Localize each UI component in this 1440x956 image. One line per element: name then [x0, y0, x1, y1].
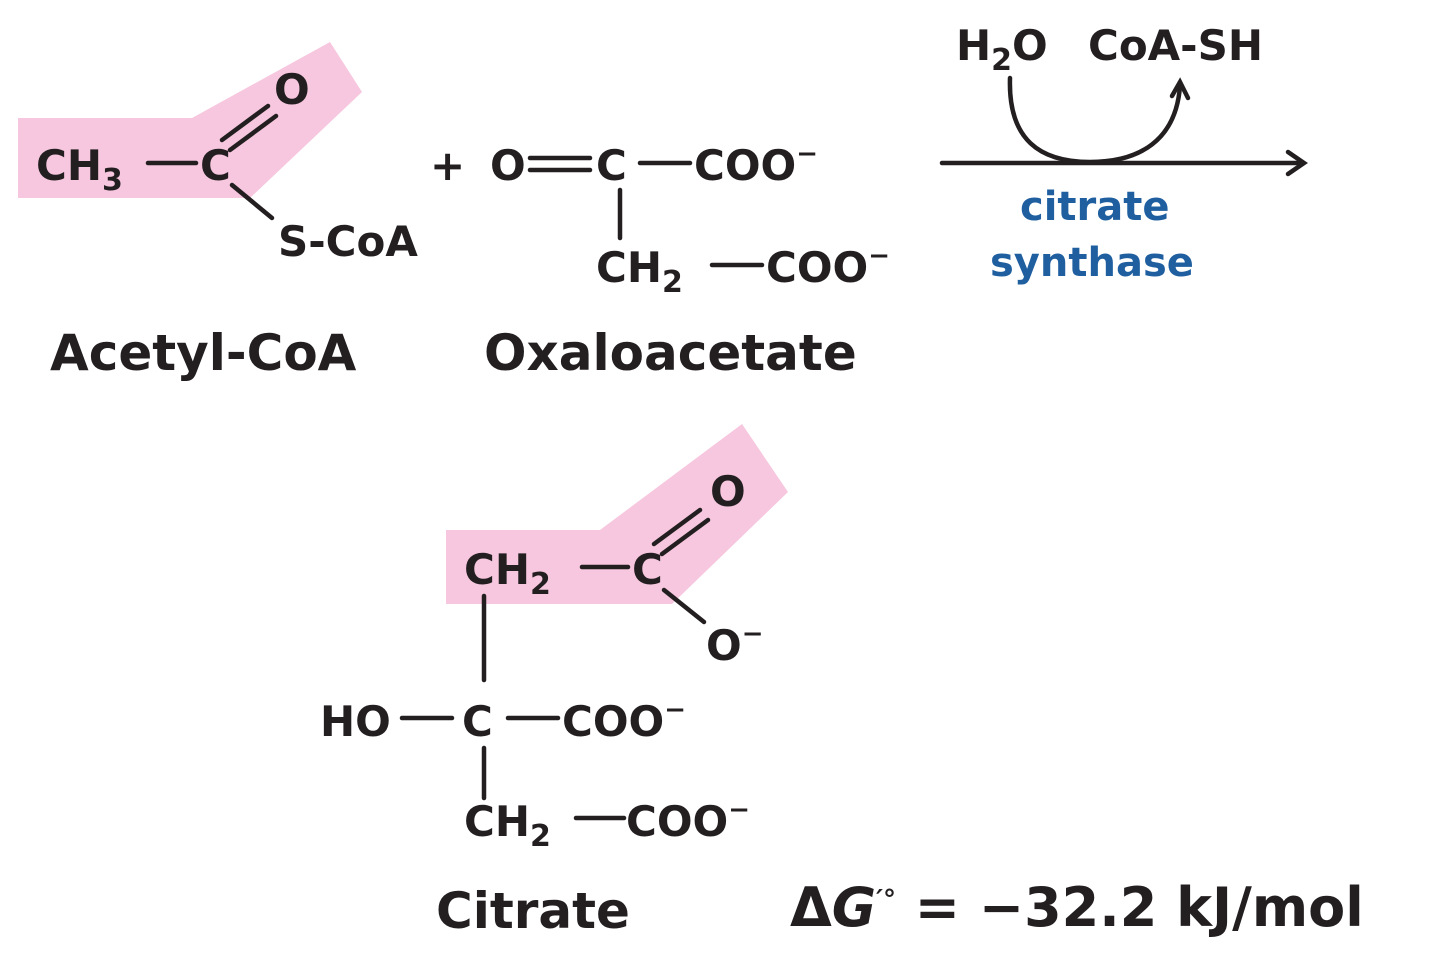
- citrate-hydroxyl: HO: [320, 697, 391, 746]
- acetyl-coa-label: Acetyl-CoA: [50, 324, 357, 382]
- double-bond-b: [227, 113, 279, 153]
- citrate-structure: CH2 C O O− HO C COO− CH2 COO− Citrate: [320, 424, 788, 940]
- acetyl-derived-highlight: [446, 424, 788, 604]
- citrate-coo-bottom: COO−: [626, 795, 750, 846]
- acetyl-scoa: S-CoA: [278, 217, 418, 266]
- citrate-carbonyl-carbon: C: [632, 545, 663, 594]
- citrate-label: Citrate: [436, 882, 630, 940]
- oxalo-carbon: C: [596, 141, 627, 190]
- coash-label: CoA-SH: [1088, 21, 1263, 70]
- oxaloacetate-label: Oxaloacetate: [484, 324, 857, 382]
- enzyme-name-line2: synthase: [990, 240, 1194, 286]
- side-arrow-curve: [1007, 75, 1183, 165]
- acetyl-oxygen: O: [274, 65, 310, 114]
- oxaloacetate-structure: O C COO− CH2 COO− Oxaloacetate: [484, 139, 890, 382]
- bond: [661, 587, 707, 625]
- double-bond-a: [651, 507, 703, 547]
- bond: [229, 182, 275, 221]
- acetyl-ch3: CH3: [36, 141, 123, 198]
- reaction-arrow-group: H2O CoA-SH citrate synthase: [939, 21, 1308, 286]
- citrate-coo-middle: COO−: [562, 695, 686, 746]
- main-arrow-head: [1285, 149, 1308, 177]
- acetyl-coa-structure: CH3 C O S-CoA Acetyl-CoA: [18, 42, 418, 382]
- double-bond-a: [219, 103, 271, 143]
- acetyl-group-highlight: [18, 42, 362, 198]
- side-arrow-head: [1169, 77, 1191, 101]
- oxalo-ch2: CH2: [596, 243, 683, 300]
- citrate-carbonyl-oxygen: O: [710, 467, 746, 516]
- oxalo-coo-bottom: COO−: [766, 241, 890, 292]
- citrate-ch2-top: CH2: [464, 545, 551, 602]
- enzyme-name-line1: citrate: [1020, 184, 1170, 230]
- oxalo-oxygen: O: [490, 141, 526, 190]
- free-energy-value: ΔG′° = −32.2 kJ/mol: [790, 876, 1364, 939]
- oxalo-coo-top: COO−: [694, 139, 818, 190]
- acetyl-carbonyl-carbon: C: [200, 141, 231, 190]
- water-label: H2O: [956, 21, 1048, 78]
- citrate-ch2-bottom: CH2: [464, 797, 551, 854]
- citrate-carboxylate-oxygen: O−: [706, 619, 764, 670]
- citrate-central-carbon: C: [462, 697, 493, 746]
- double-bond-b: [659, 517, 711, 557]
- plus-sign: +: [430, 141, 465, 190]
